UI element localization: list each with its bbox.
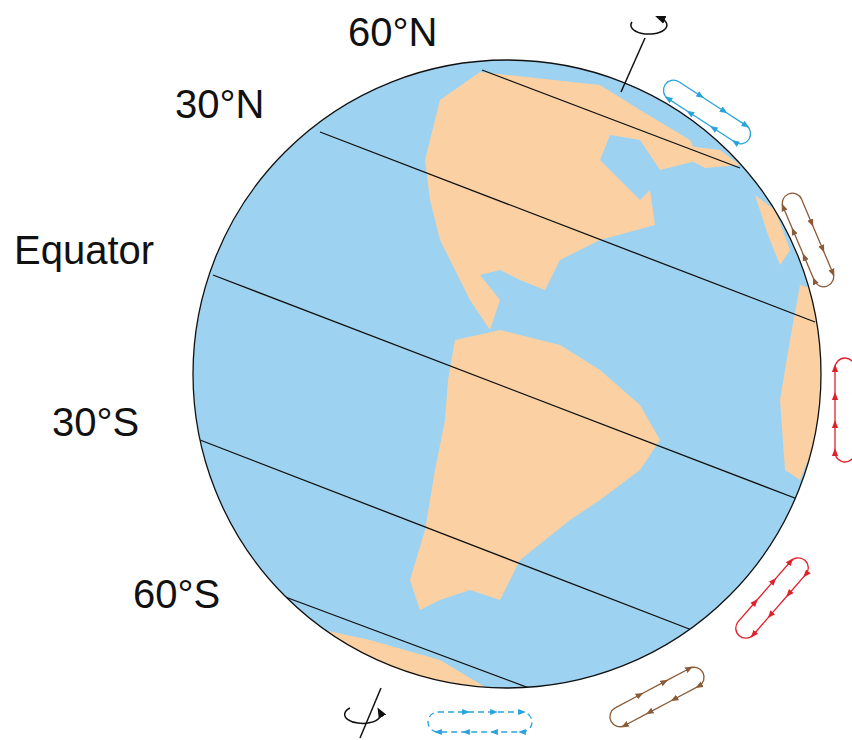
continents: [300, 72, 824, 705]
circulation-cells: [428, 76, 852, 732]
latitude-label: 60°N: [348, 12, 437, 52]
ocean: [193, 60, 821, 688]
latitude-label: 60°S: [133, 574, 220, 614]
latitude-lines: [200, 70, 815, 694]
latitude-label: 30°N: [175, 84, 264, 124]
latitude-label: 30°S: [52, 402, 139, 442]
latitude-label: Equator: [14, 230, 154, 270]
globe-outline: [193, 60, 821, 688]
rotation-axis: [345, 18, 667, 738]
